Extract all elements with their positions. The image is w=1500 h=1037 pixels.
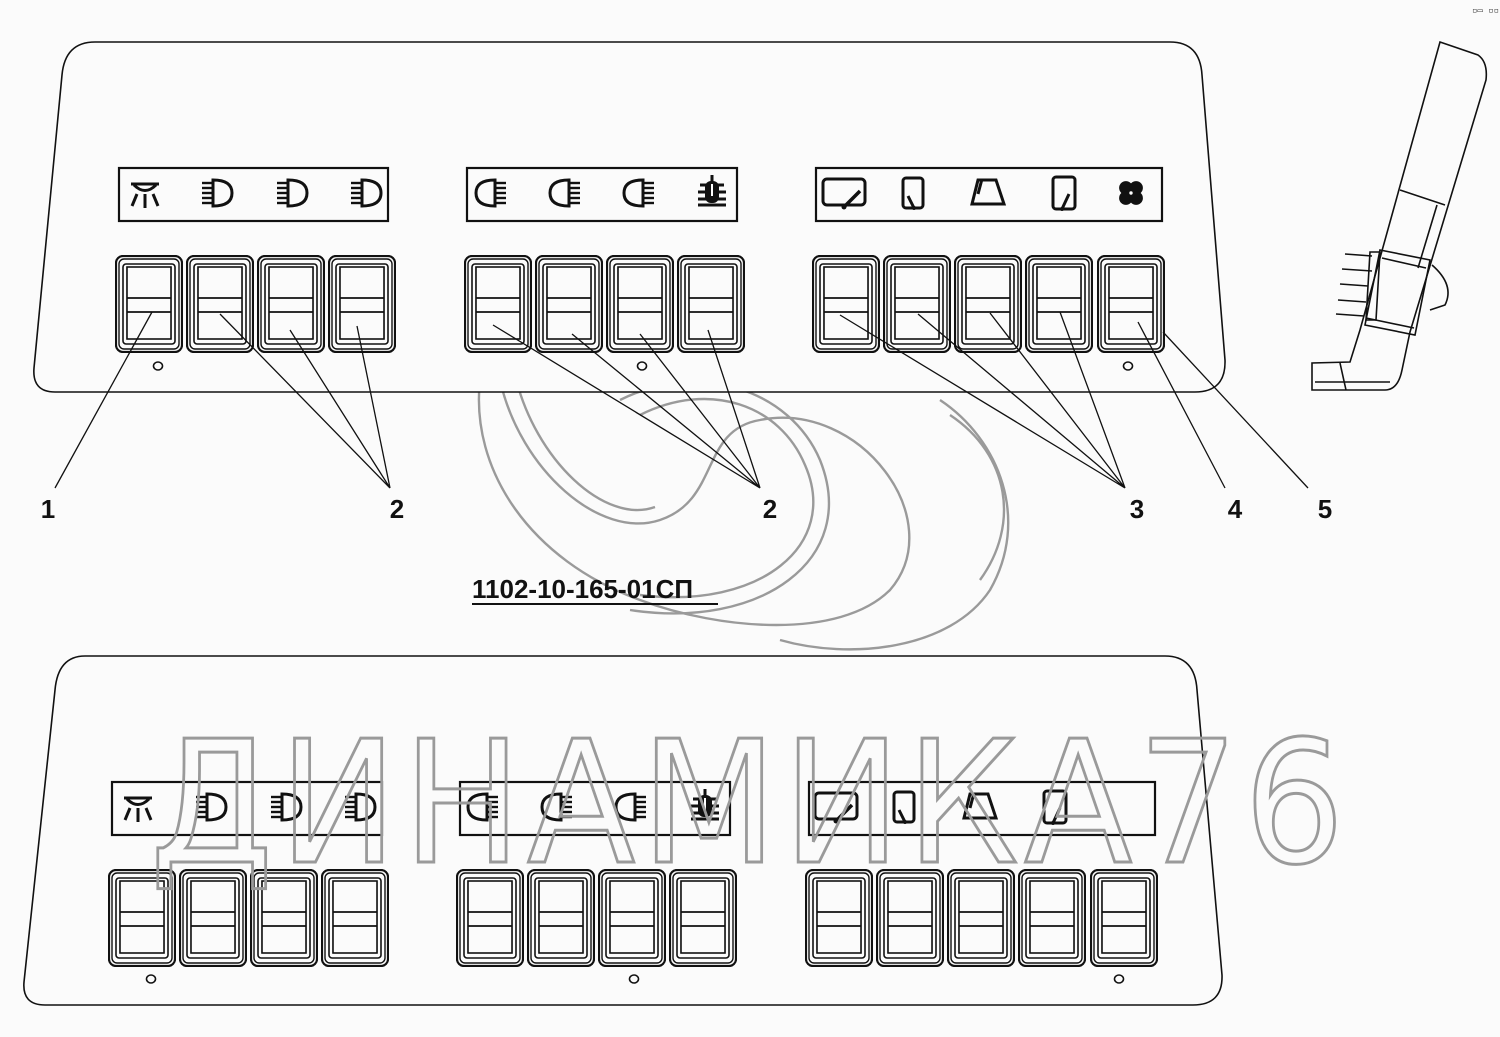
corner-mark: ▫▭ ▫▫▫ [1472,6,1500,16]
rocker-switch[interactable] [257,255,325,353]
indicator-led [628,974,640,984]
rocker-switch[interactable] [606,255,674,353]
indicator-led [145,974,157,984]
part-number: 1102-10-165-01СП [472,574,693,604]
callout-1: 1 [41,494,55,524]
top-label-strip-2 [465,166,739,223]
leader-lines [54,311,1309,489]
callout-4: 4 [1228,494,1243,524]
callout-5: 5 [1318,494,1332,524]
bottom-label-strip-3 [807,780,1157,837]
indicator-led [1122,361,1134,371]
top-label-strip-1 [117,166,390,223]
bottom-label-strip-1 [110,780,384,837]
callout-2: 2 [390,494,404,524]
callout-2: 2 [763,494,777,524]
rocker-switch[interactable] [464,255,532,353]
callout-3: 3 [1130,494,1144,524]
switch-side-view [1311,40,1488,391]
rocker-switch[interactable] [535,255,603,353]
rocker-switch[interactable] [1097,255,1165,353]
rocker-switch[interactable] [115,255,183,353]
bottom-switch-panel [23,655,1223,1006]
top-label-strip-3 [814,166,1164,223]
rocker-switch[interactable] [812,255,880,353]
indicator-led [636,361,648,371]
callouts: 1 2 2 3 4 5 [41,494,1332,524]
fan-icon [1119,181,1143,205]
indicator-led [1113,974,1125,984]
rocker-switch[interactable] [328,255,396,353]
rocker-switch[interactable] [954,255,1022,353]
watermark-text: ДИНАМИКА76 [150,705,1350,903]
rocker-switch[interactable] [1025,255,1093,353]
rocker-switch[interactable] [883,255,951,353]
indicator-led [152,361,164,371]
bottom-label-strip-2 [458,780,732,837]
top-switch-panel [33,41,1226,393]
